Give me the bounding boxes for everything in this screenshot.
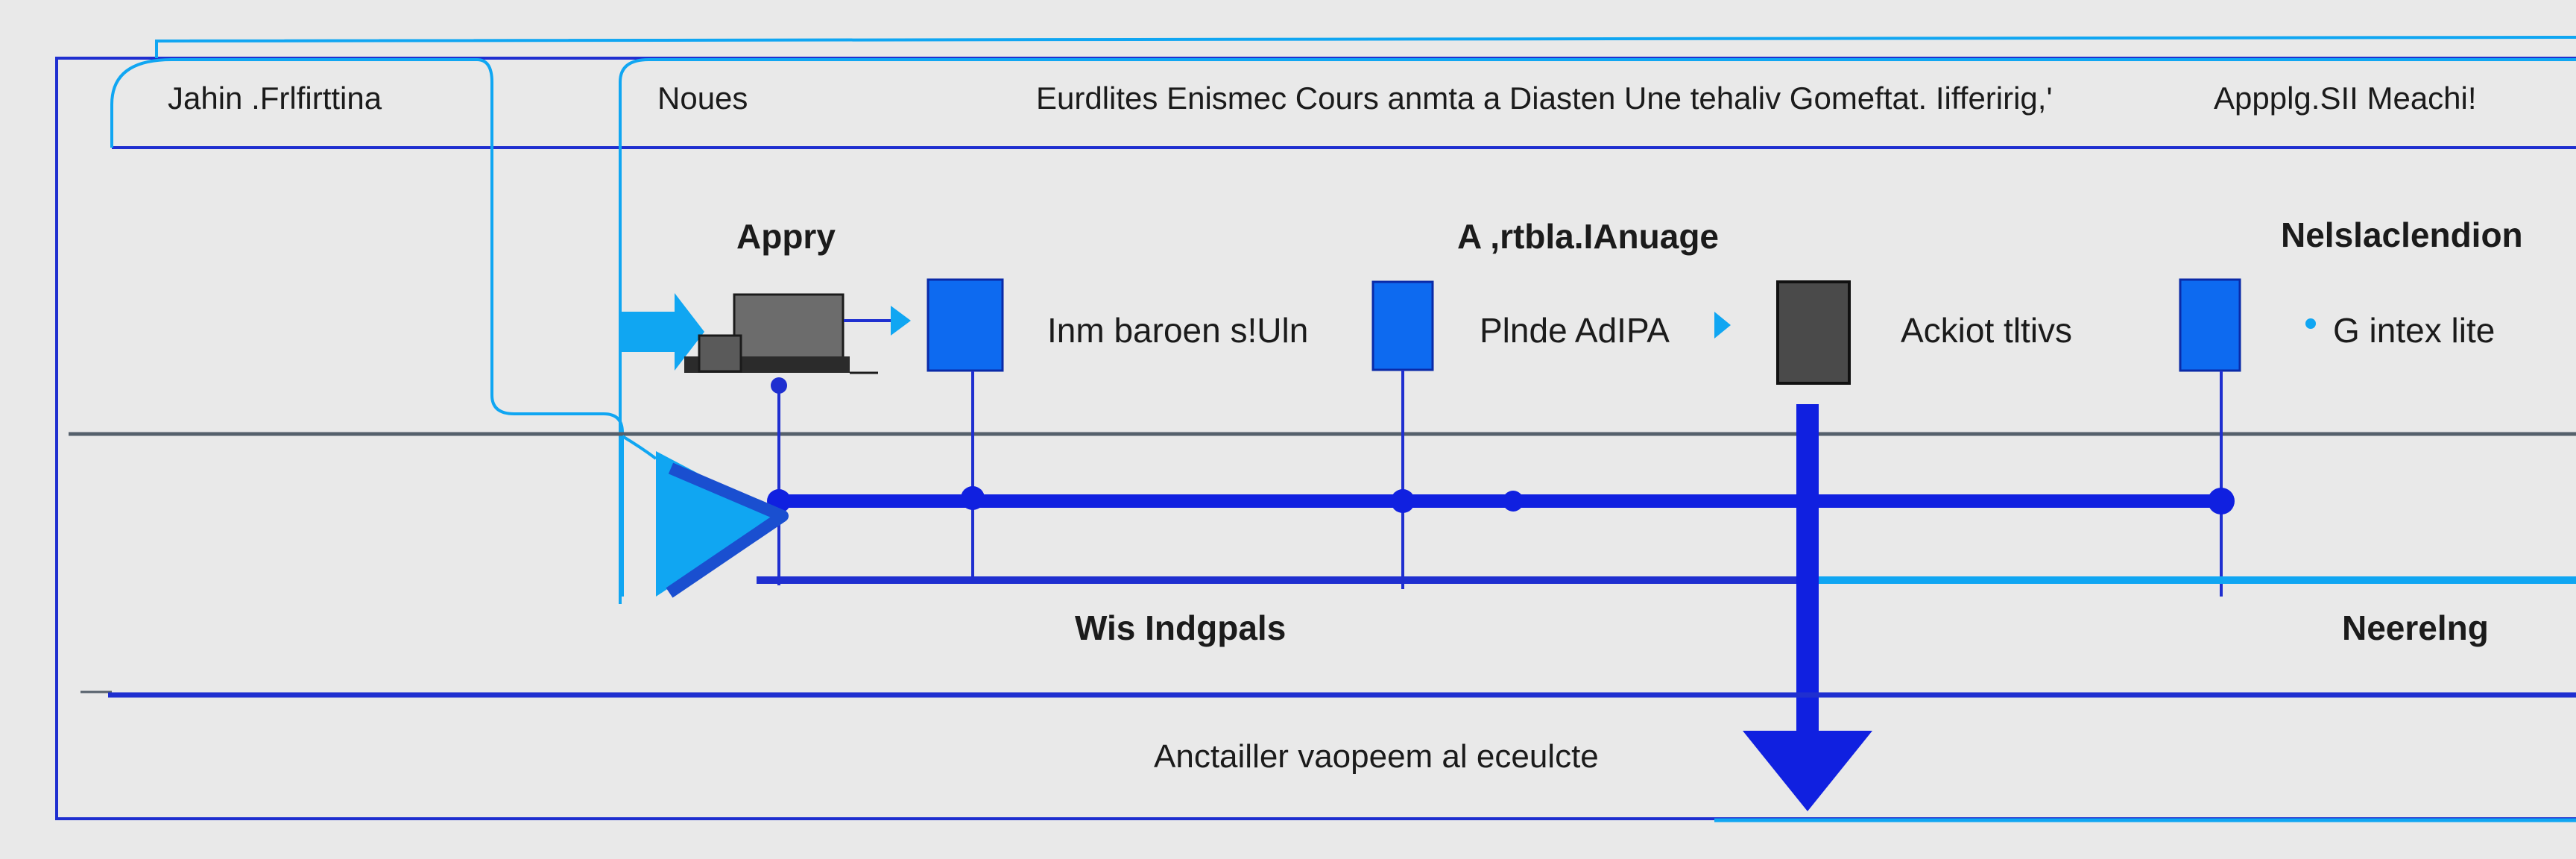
step-node-3 — [1776, 280, 1851, 385]
stage-title-2: A ,rtbla.IAnuage — [1457, 217, 1719, 256]
step-label-1: Inm baroen s!Uln — [1047, 311, 1309, 350]
dropline-dot-1 — [771, 377, 787, 394]
right-tab-label[interactable]: Appplg.SII Meachi! — [2214, 81, 2477, 116]
bottom-label-2: Neerelng — [2342, 608, 2489, 647]
step-node-1 — [926, 278, 1004, 372]
flow-node-2 — [961, 486, 985, 510]
left-tab-connector — [110, 58, 624, 597]
flow-node-5 — [2208, 488, 2235, 515]
step-node-2 — [1371, 280, 1434, 371]
step-bullet-dot — [2305, 318, 2316, 329]
step-node-4 — [2179, 278, 2241, 372]
outer-frame — [55, 57, 2576, 820]
bottom-label-1: Wis Indgpals — [1075, 608, 1287, 647]
down-arrow-shaft — [1796, 404, 1819, 744]
stage-title-3: Nelslaclendion — [2281, 215, 2523, 254]
header-caption: Eurdlites Enismec Cours anmta a Diasten … — [1036, 81, 2053, 116]
step-label-2: Plnde AdIPA — [1480, 311, 1670, 350]
step-label-4: G intex lite — [2333, 311, 2496, 350]
section-label: Noues — [657, 81, 748, 116]
section-bracket — [619, 58, 2576, 604]
top-accent-line — [155, 36, 2576, 58]
flow-node-3 — [1391, 489, 1415, 513]
flow-node-4 — [1503, 491, 1524, 512]
down-arrow-icon — [1743, 731, 1872, 811]
footer-caption: Anctailler vaopeem al eceulcte — [1154, 738, 1599, 775]
step-label-3: Ackiot tltivs — [1901, 311, 2073, 350]
stage-title-1: Appry — [736, 217, 836, 256]
play-triangle-icon — [656, 451, 789, 598]
small-arrow-icon — [891, 306, 911, 336]
triangle-connector — [621, 435, 657, 460]
right-arrow-icon — [620, 293, 704, 371]
laptop-icon — [684, 293, 878, 374]
step-arrow-icon — [1714, 312, 1731, 339]
left-tab-label[interactable]: Jahin .Frlfirttina — [168, 81, 382, 116]
